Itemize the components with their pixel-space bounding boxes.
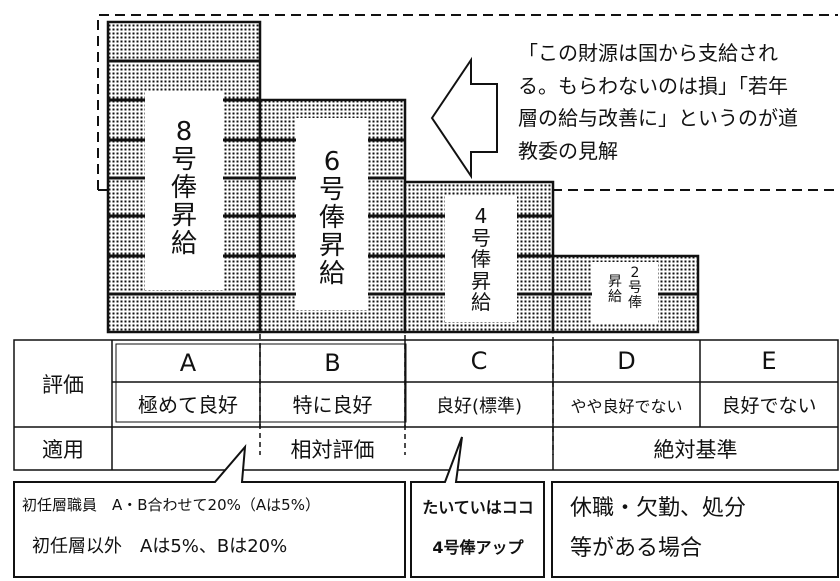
relative-eval-label: 相対評価 — [290, 437, 375, 462]
hollow-left-arrow — [430, 56, 498, 180]
callout-c-line-2: 4号俸アップ — [432, 538, 524, 557]
quote-line-3: 層の給与改善に」というのが道 — [518, 106, 798, 130]
step-6-label-panel — [296, 118, 368, 310]
callout-c-line-1: たいていはココ — [422, 498, 534, 517]
ab-group-box — [115, 343, 407, 423]
grade-a-letter: A — [179, 349, 197, 377]
callout-ab-line-2: 初任層以外 Aは5%、Bは20% — [32, 536, 288, 557]
grade-c-letter: C — [470, 347, 488, 375]
quote-line-2: る。もらわないのは損」「若年 — [518, 74, 788, 98]
row-header-apply: 適用 — [42, 437, 84, 462]
eval-table-outline — [13, 339, 839, 471]
grade-e-letter: E — [761, 347, 777, 375]
callout-ab-box — [13, 443, 406, 578]
grade-b-letter: B — [324, 349, 341, 377]
callout-ab-line-1: 初任層職員 A・B合わせて20%（Aは5%） — [22, 496, 320, 514]
eval-table-grid — [14, 340, 838, 470]
grade-a-desc: 極めて良好 — [138, 392, 238, 417]
callout-de-line-2: 等がある場合 — [570, 536, 703, 561]
row-header-eval: 評価 — [42, 372, 84, 397]
grade-b-desc: 特に良好 — [292, 392, 373, 417]
step-8-label-panel — [145, 92, 223, 290]
grade-d-desc: やや良好でない — [570, 396, 683, 416]
quote-line-4: 教委の見解 — [518, 139, 618, 163]
callout-c-box — [410, 436, 545, 578]
grade-d-letter: D — [617, 347, 636, 375]
grade-e-desc: 良好でない — [721, 395, 817, 417]
callout-de-line-1: 休職・欠勤、処分 — [570, 496, 747, 521]
step-2-label-col1: 昇給 — [608, 274, 622, 306]
callout-de-box — [551, 481, 839, 578]
quote-line-1: 「この財源は国から支給され — [518, 41, 778, 65]
step-2-label-panel — [592, 262, 658, 324]
step-4-label-panel — [445, 196, 517, 322]
absolute-standard-label: 絶対基準 — [653, 437, 738, 462]
grade-c-desc: 良好(標準) — [435, 395, 523, 417]
